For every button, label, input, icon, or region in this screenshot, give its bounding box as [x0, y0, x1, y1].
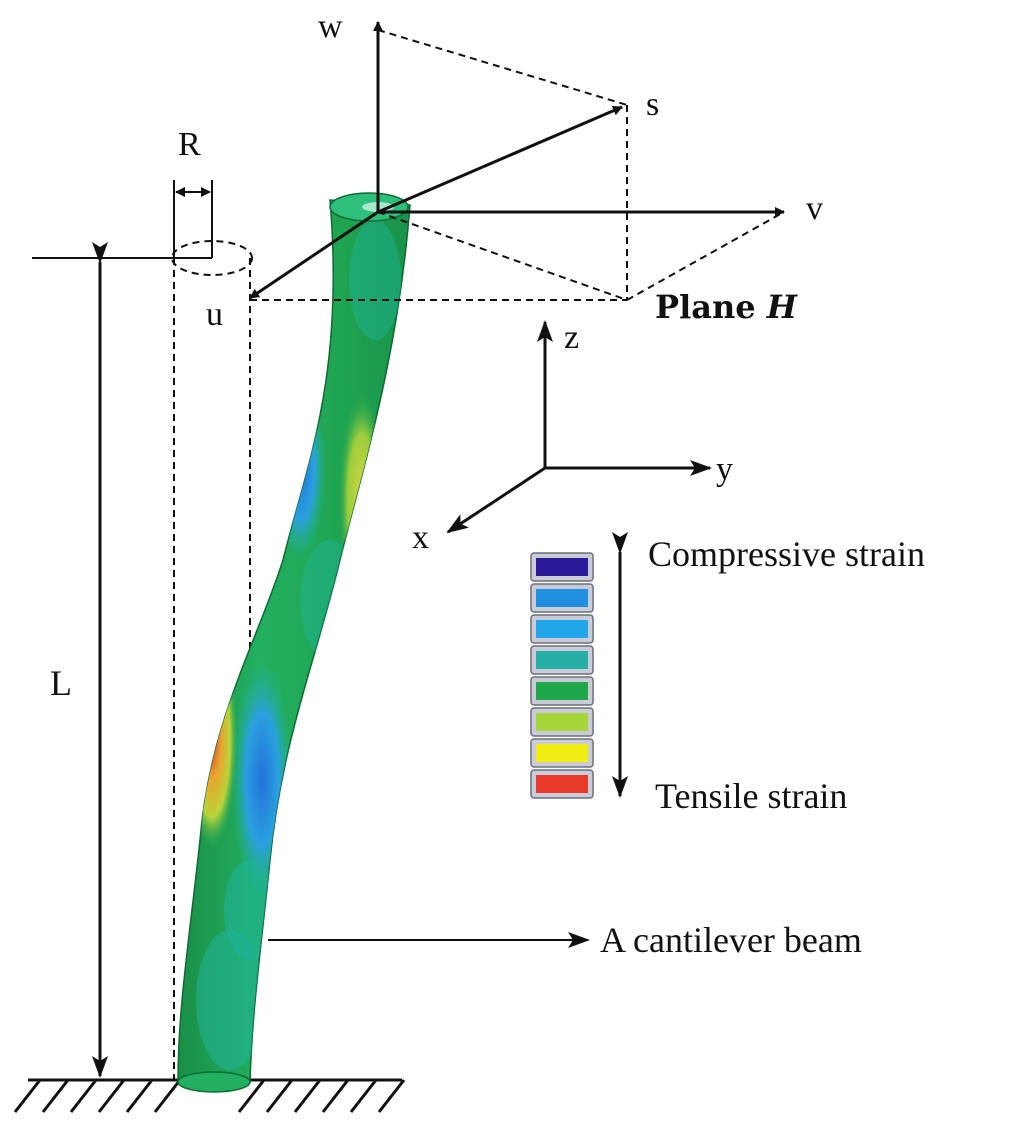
- legend-swatch: [536, 682, 588, 700]
- s-vector-arrow: [377, 105, 623, 214]
- label-R: R: [178, 126, 201, 163]
- deflection-construction: [250, 29, 785, 301]
- plane-letter: H: [766, 288, 799, 326]
- fixed-support-hatch: [13, 1078, 406, 1113]
- label-z: z: [564, 319, 579, 356]
- legend-swatch: [536, 620, 588, 638]
- legend-swatch: [536, 558, 588, 576]
- label-L: L: [50, 663, 72, 703]
- legend-swatch: [536, 589, 588, 607]
- legend-swatch: [536, 713, 588, 731]
- label-u: u: [206, 296, 223, 333]
- label-s: s: [646, 86, 659, 123]
- label-y: y: [716, 451, 733, 488]
- u-axis-arrow: [249, 210, 379, 300]
- legend-swatch: [536, 775, 588, 793]
- radius-dimension: [32, 180, 213, 259]
- legend-bottom-label: Tensile strain: [655, 776, 847, 816]
- global-axes: [446, 320, 712, 534]
- x-axis-arrow: [446, 466, 546, 534]
- legend-swatch: [536, 651, 588, 669]
- legend-top-label: Compressive strain: [648, 534, 925, 574]
- label-w: w: [318, 8, 343, 45]
- beam-label: A cantilever beam: [600, 920, 862, 960]
- strain-legend: [530, 552, 594, 799]
- label-v: v: [806, 190, 823, 227]
- plane-prefix: Plane: [655, 288, 767, 326]
- legend-swatch: [536, 744, 588, 762]
- deflection-axes: [249, 21, 785, 300]
- label-x: x: [412, 519, 429, 556]
- plane-h-label: Plane H: [655, 288, 799, 326]
